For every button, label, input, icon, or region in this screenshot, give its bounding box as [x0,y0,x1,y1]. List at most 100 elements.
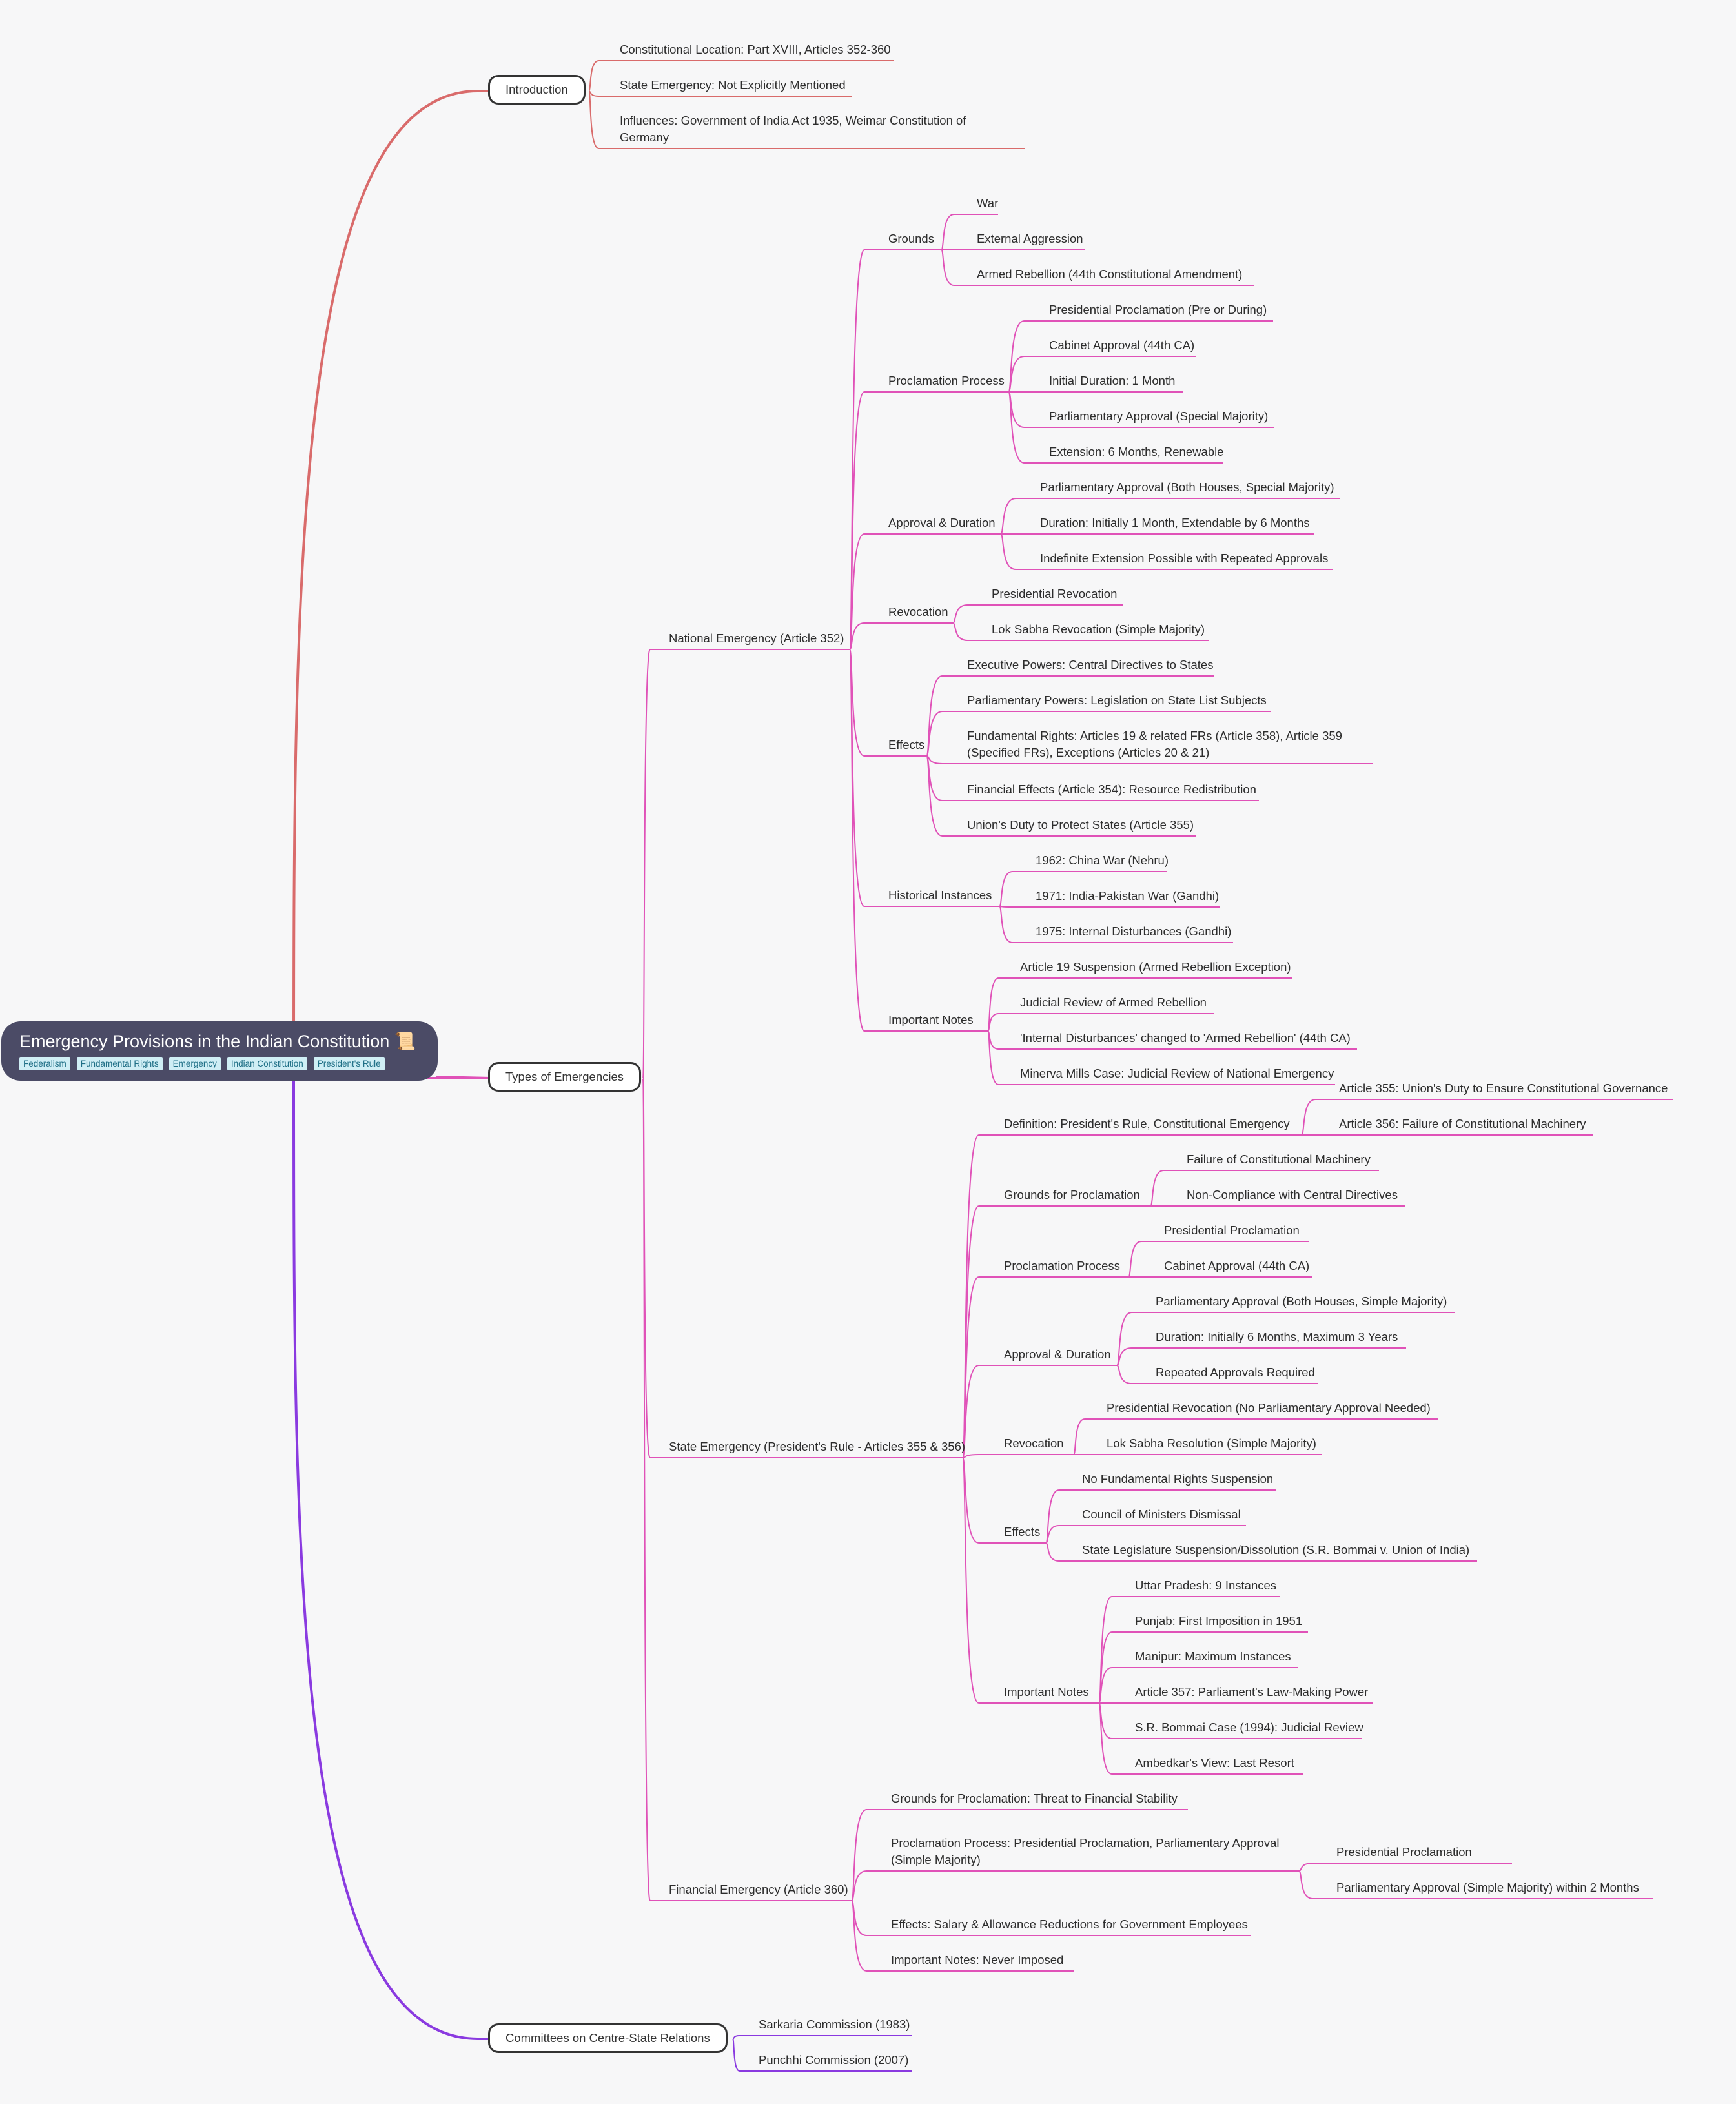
node-influences-government-of-india-act-1935-weimar-c[interactable]: Influences: Government of India Act 1935… [620,114,966,144]
root-node[interactable]: Emergency Provisions in the Indian Const… [1,1021,438,1081]
node-grounds[interactable]: Grounds [888,232,934,245]
node-approval-duration[interactable]: Approval & Duration [888,516,996,529]
connector-line [926,711,953,757]
node-important-notes-never-imposed[interactable]: Important Notes: Never Imposed [891,1953,1064,1966]
node-council-of-ministers-dismissal[interactable]: Council of Ministers Dismissal [1082,1507,1241,1521]
node-punchhi-commission-2007[interactable]: Punchhi Commission (2007) [759,2053,909,2067]
node-uttar-pradesh-9-instances[interactable]: Uttar Pradesh: 9 Instances [1135,1578,1277,1592]
tag-indian-constitution[interactable]: Indian Constitution [227,1057,307,1070]
connector-line [999,906,1021,908]
node-article-357-parliament-s-law-making-power[interactable]: Article 357: Parliament's Law-Making Pow… [1135,1685,1369,1699]
node-revocation[interactable]: Revocation [888,605,948,618]
node-state-emergency-not-explicitly-mentioned[interactable]: State Emergency: Not Explicitly Mentione… [620,78,846,92]
node-ambedkar-s-view-last-resort[interactable]: Ambedkar's View: Last Resort [1135,1756,1294,1770]
node-presidential-proclamation[interactable]: Presidential Proclamation [1164,1223,1300,1237]
node-1971-india-pakistan-war-gandhi[interactable]: 1971: India-Pakistan War (Gandhi) [1036,889,1220,903]
branch-committees[interactable]: Committees on Centre-State Relations [488,2023,728,2053]
connector-line [1045,1542,1068,1562]
node-parliamentary-approval-both-houses-special-major[interactable]: Parliamentary Approval (Both Houses, Spe… [1040,480,1334,494]
node-cabinet-approval-44th-ca[interactable]: Cabinet Approval (44th CA) [1164,1259,1310,1272]
node-financial-effects-article-354-resource-redistrib[interactable]: Financial Effects (Article 354): Resourc… [967,782,1256,796]
node-lok-sabha-revocation-simple-majority[interactable]: Lok Sabha Revocation (Simple Majority) [992,622,1205,636]
node-cabinet-approval-44th-ca[interactable]: Cabinet Approval (44th CA) [1049,338,1195,352]
node-no-fundamental-rights-suspension[interactable]: No Fundamental Rights Suspension [1082,1472,1274,1486]
node-repeated-approvals-required[interactable]: Repeated Approvals Required [1156,1365,1315,1379]
node-external-aggression[interactable]: External Aggression [977,232,1083,245]
node-financial-emergency-article-360[interactable]: Financial Emergency (Article 360) [669,1883,848,1896]
node-1962-china-war-nehru[interactable]: 1962: China War (Nehru) [1036,853,1169,867]
connector-line [1000,533,1026,570]
node-national-emergency-article-352[interactable]: National Emergency (Article 352) [669,631,844,645]
tag-federalism[interactable]: Federalism [19,1057,70,1070]
node-internal-disturbances-changed-to-armed-rebellion[interactable]: 'Internal Disturbances' changed to 'Arme… [1020,1031,1351,1045]
connector-line [1000,498,1026,535]
tag-presidents-rule[interactable]: President's Rule [313,1057,385,1070]
node-sarkaria-commission-1983[interactable]: Sarkaria Commission (1983) [759,2017,910,2031]
node-state-emergency-president-s-rule-articles-355-35[interactable]: State Emergency (President's Rule - Arti… [669,1440,966,1453]
node-constitutional-location-part-xviii-articles-352-[interactable]: Constitutional Location: Part XVIII, Art… [620,43,891,56]
node-effects[interactable]: Effects [1004,1525,1041,1538]
node-executive-powers-central-directives-to-states[interactable]: Executive Powers: Central Directives to … [967,658,1214,671]
node-union-s-duty-to-protect-states-article-355[interactable]: Union's Duty to Protect States (Article … [967,818,1194,832]
connector-line [849,649,874,1032]
branch-types-of-emergencies[interactable]: Types of Emergencies [488,1062,642,1092]
node-initial-duration-1-month[interactable]: Initial Duration: 1 Month [1049,374,1176,387]
node-presidential-revocation[interactable]: Presidential Revocation [992,587,1118,600]
node-effects-salary-allowance-reductions-for-governme[interactable]: Effects: Salary & Allowance Reductions f… [891,1917,1248,1931]
node-failure-of-constitutional-machinery[interactable]: Failure of Constitutional Machinery [1187,1152,1371,1166]
node-duration-initially-1-month-extendable-by-6-month[interactable]: Duration: Initially 1 Month, Extendable … [1040,516,1310,529]
node-parliamentary-approval-both-houses-simple-majori[interactable]: Parliamentary Approval (Both Houses, Sim… [1156,1294,1447,1308]
node-1975-internal-disturbances-gandhi[interactable]: 1975: Internal Disturbances (Gandhi) [1036,924,1232,938]
node-duration-initially-6-months-maximum-3-years[interactable]: Duration: Initially 6 Months, Maximum 3 … [1156,1330,1398,1343]
node-article-19-suspension-armed-rebellion-exception[interactable]: Article 19 Suspension (Armed Rebellion E… [1020,960,1291,974]
node-parliamentary-approval-simple-majority-within-2-[interactable]: Parliamentary Approval (Simple Majority)… [1336,1881,1639,1894]
node-extension-6-months-renewable[interactable]: Extension: 6 Months, Renewable [1049,445,1224,458]
node-fundamental-rights-articles-19-related-frs-artic[interactable]: Fundamental Rights: Articles 19 & relate… [967,729,1342,759]
node-approval-duration[interactable]: Approval & Duration [1004,1347,1111,1361]
node-historical-instances[interactable]: Historical Instances [888,888,992,902]
node-non-compliance-with-central-directives[interactable]: Non-Compliance with Central Directives [1187,1188,1398,1201]
node-presidential-revocation-no-parliamentary-approva[interactable]: Presidential Revocation (No Parliamentar… [1107,1401,1431,1415]
connector-line [588,60,606,92]
branch-introduction[interactable]: Introduction [488,75,586,105]
node-lok-sabha-resolution-simple-majority[interactable]: Lok Sabha Resolution (Simple Majority) [1107,1436,1316,1450]
node-revocation[interactable]: Revocation [1004,1436,1064,1450]
connector-line [642,649,655,1079]
tag-fundamental-rights[interactable]: Fundamental Rights [76,1057,163,1070]
node-indefinite-extension-possible-with-repeated-appr[interactable]: Indefinite Extension Possible with Repea… [1040,551,1329,565]
node-proclamation-process[interactable]: Proclamation Process [888,374,1005,387]
node-judicial-review-of-armed-rebellion[interactable]: Judicial Review of Armed Rebellion [1020,996,1207,1009]
connector-line [849,622,874,650]
node-grounds-for-proclamation[interactable]: Grounds for Proclamation [1004,1188,1140,1201]
connector-line [849,649,874,757]
node-proclamation-process[interactable]: Proclamation Process [1004,1259,1120,1272]
node-definition-president-s-rule-constitutional-emerg[interactable]: Definition: President's Rule, Constituti… [1004,1117,1290,1130]
node-manipur-maximum-instances[interactable]: Manipur: Maximum Instances [1135,1649,1291,1663]
node-presidential-proclamation[interactable]: Presidential Proclamation [1336,1845,1472,1859]
root-title: Emergency Provisions in the Indian Const… [19,1032,416,1051]
tag-list: Federalism Fundamental Rights Emergency … [19,1057,420,1070]
tag-emergency[interactable]: Emergency [168,1057,221,1070]
node-proclamation-process-presidential-proclamation-p[interactable]: Proclamation Process: Presidential Procl… [891,1836,1280,1866]
node-important-notes[interactable]: Important Notes [888,1013,974,1026]
node-minerva-mills-case-judicial-review-of-national-e[interactable]: Minerva Mills Case: Judicial Review of N… [1020,1067,1334,1080]
connector-line [1116,1347,1141,1366]
node-grounds-for-proclamation-threat-to-financial-sta[interactable]: Grounds for Proclamation: Threat to Fina… [891,1792,1178,1805]
connector-line [732,2035,744,2039]
node-effects[interactable]: Effects [888,738,925,751]
node-presidential-proclamation-pre-or-during[interactable]: Presidential Proclamation (Pre or During… [1049,303,1267,316]
node-parliamentary-powers-legislation-on-state-list-s[interactable]: Parliamentary Powers: Legislation on Sta… [967,693,1267,707]
node-article-355-union-s-duty-to-ensure-constitutiona[interactable]: Article 355: Union's Duty to Ensure Cons… [1339,1081,1668,1095]
node-s-r-bommai-case-1994-judicial-review[interactable]: S.R. Bommai Case (1994): Judicial Review [1135,1721,1363,1734]
connector-line [1116,1365,1141,1384]
node-punjab-first-imposition-in-1951[interactable]: Punjab: First Imposition in 1951 [1135,1614,1303,1628]
node-state-legislature-suspension-dissolution-s-r-bom[interactable]: State Legislature Suspension/Dissolution… [1082,1543,1470,1557]
connector-line [962,1205,990,1458]
node-article-356-failure-of-constitutional-machinery[interactable]: Article 356: Failure of Constitutional M… [1339,1117,1586,1130]
connector-line [849,533,874,650]
node-important-notes[interactable]: Important Notes [1004,1685,1089,1699]
node-war[interactable]: War [977,196,999,210]
node-parliamentary-approval-special-majority[interactable]: Parliamentary Approval (Special Majority… [1049,409,1269,423]
node-armed-rebellion-44th-constitutional-amendment[interactable]: Armed Rebellion (44th Constitutional Ame… [977,267,1243,281]
